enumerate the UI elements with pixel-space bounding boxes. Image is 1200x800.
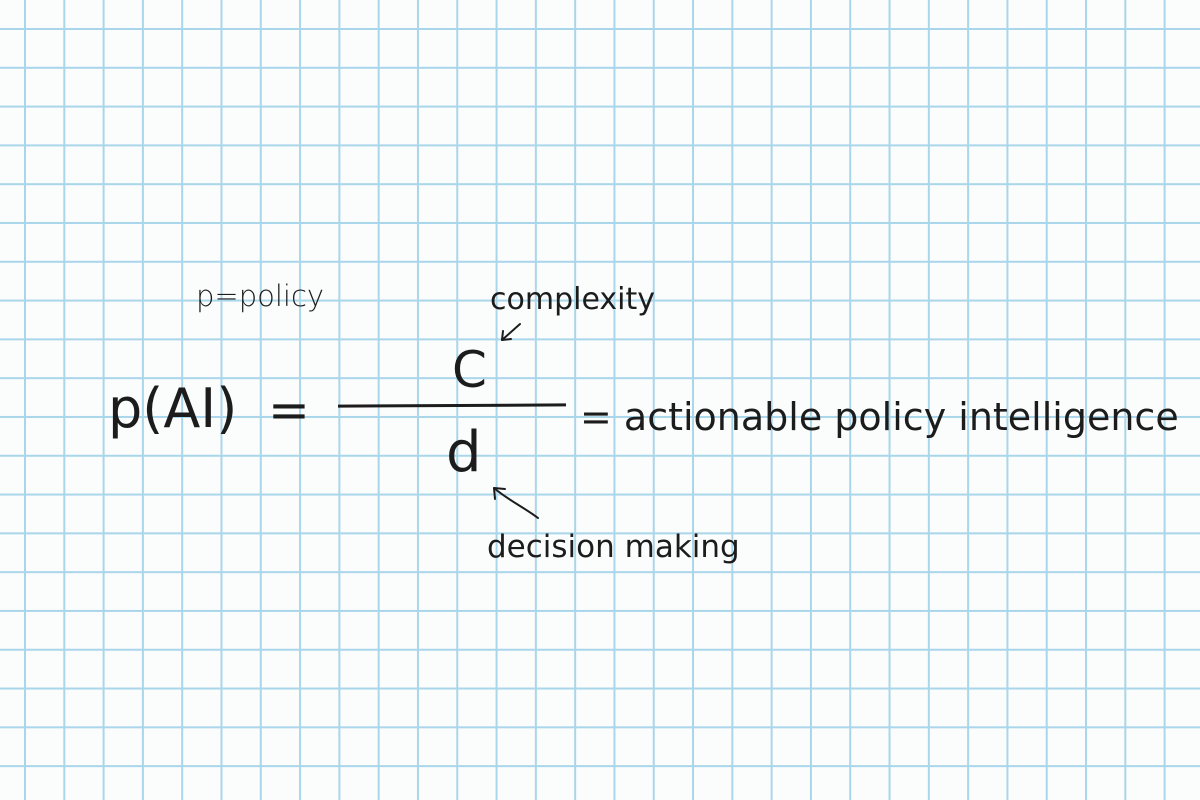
policy-definition: p=policy	[196, 279, 325, 313]
decision-making-label: decision making	[487, 529, 740, 565]
equation-rhs: = actionable policy intelligence	[580, 395, 1179, 439]
numerator: C	[452, 341, 487, 399]
equals-sign: =	[268, 381, 310, 439]
arrow-icon-decision	[493, 487, 539, 519]
arrow-icon-complexity	[501, 323, 521, 341]
complexity-label: complexity	[490, 282, 655, 317]
denominator: d	[446, 420, 482, 485]
equation-lhs: p(AI)	[108, 377, 238, 440]
